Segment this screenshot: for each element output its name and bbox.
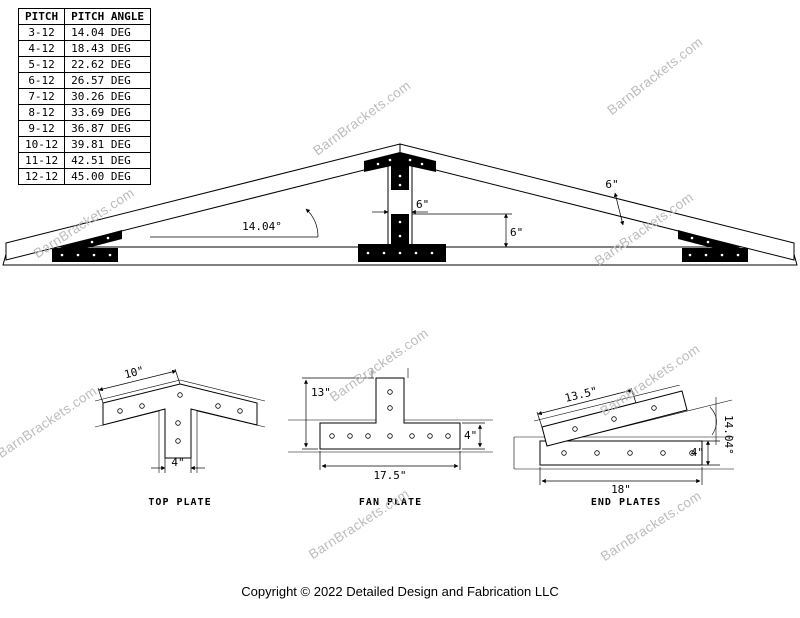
end-plates-rafter-dim-label: 13.5" [564, 385, 599, 405]
watermark: BarnBrackets.com [604, 34, 706, 118]
top-plate-drawing: 10" 4" [95, 364, 265, 473]
right-rafter-beam [399, 143, 795, 261]
pitch-table-header-cell: PITCH [17, 8, 66, 25]
truss-fan-leg-height-label: 6" [510, 226, 523, 239]
pitch-table-cell: 14.04 DEG [64, 24, 151, 41]
top-plate-outline [102, 383, 258, 459]
pitch-table-header-cell: PITCH ANGLE [64, 8, 151, 25]
end-plates-holes [561, 405, 695, 456]
fan-plate-drawing: 13" 4" 17.5" [288, 368, 493, 482]
truss-pitch-angle-label: 14.04° [242, 220, 282, 233]
pitch-table-cell: 33.69 DEG [64, 104, 151, 121]
pitch-table-cell: 36.87 DEG [64, 120, 151, 137]
bracket-rivets [60, 158, 740, 257]
watermark: BarnBrackets.com [0, 383, 100, 461]
fan-plate-bar-height-dim-label: 4" [464, 429, 477, 442]
end-plates-length-dim-label: 18" [611, 483, 631, 496]
top-plate-arm-dim-label: 10" [123, 364, 145, 381]
fan-plate-dimension-lines [302, 377, 485, 470]
pitch-table-cell: 7-12 [17, 88, 66, 105]
top-plate-detail: 10" 4" TOP PLATE [95, 363, 265, 508]
pitch-table-cell: 30.26 DEG [64, 88, 151, 105]
fan-plate-bracket-bar [358, 244, 446, 262]
fan-plate-detail: 13" 4" 17.5" FAN PLATE [288, 368, 493, 508]
end-plates-angle-dim-label: 14.04° [722, 415, 735, 455]
pitch-table-cell: 3-12 [17, 24, 66, 41]
pitch-table-cell: 26.57 DEG [64, 72, 151, 89]
pitch-table-cell: 45.00 DEG [64, 168, 151, 185]
truss-rafter-depth-label: 6" [605, 178, 618, 191]
pitch-table-cell: 11-12 [17, 152, 66, 169]
top-plate-bracket [364, 152, 436, 190]
truss-elevation-diagram: 14.04° 6" 6" 6" [2, 143, 798, 266]
pitch-table-cell: 5-12 [17, 56, 66, 73]
top-plate-title: TOP PLATE [148, 497, 212, 508]
pitch-table-cell: 10-12 [17, 136, 66, 153]
end-plates-detail: 13.5" 4" 18" 14.04° END PLATES [512, 385, 740, 508]
pitch-table-cell: 12-12 [17, 168, 66, 185]
pitch-table-cell: 9-12 [17, 120, 66, 137]
pitch-table-cell: 4-12 [17, 40, 66, 57]
top-plate-dimension-lines [97, 368, 205, 473]
end-plates-title: END PLATES [590, 497, 662, 508]
pitch-table-cell: 42.51 DEG [64, 152, 151, 169]
top-plate-holes [117, 392, 243, 444]
end-plates-bar-height-dim-label: 4" [691, 446, 704, 459]
pitch-table-cell: 6-12 [17, 72, 66, 89]
pitch-table-cell: 18.43 DEG [64, 40, 151, 57]
pitch-table-cell: 39.81 DEG [64, 136, 151, 153]
truss-dimension-lines [150, 192, 625, 248]
end-plates-dimension-lines [536, 387, 720, 485]
fan-plate-length-dim-label: 17.5" [373, 469, 406, 482]
top-plate-leg-dim-label: 4" [171, 456, 184, 469]
truss-post-width-label: 6" [416, 198, 429, 211]
pitch-table-cell: 22.62 DEG [64, 56, 151, 73]
fan-plate-holes [329, 389, 451, 439]
fan-plate-outline [319, 377, 461, 450]
end-plate-chord-outline [539, 440, 703, 466]
copyright-text: Copyright © 2022 Detailed Design and Fab… [241, 584, 559, 599]
fan-plate-title: FAN PLATE [358, 497, 423, 508]
pitch-table-cell: 8-12 [17, 104, 66, 121]
fan-plate-bracket-leg [391, 214, 409, 244]
end-plates-drawing: 13.5" 4" 18" 14.04° [513, 385, 735, 496]
fan-plate-height-dim-label: 13" [311, 386, 331, 399]
